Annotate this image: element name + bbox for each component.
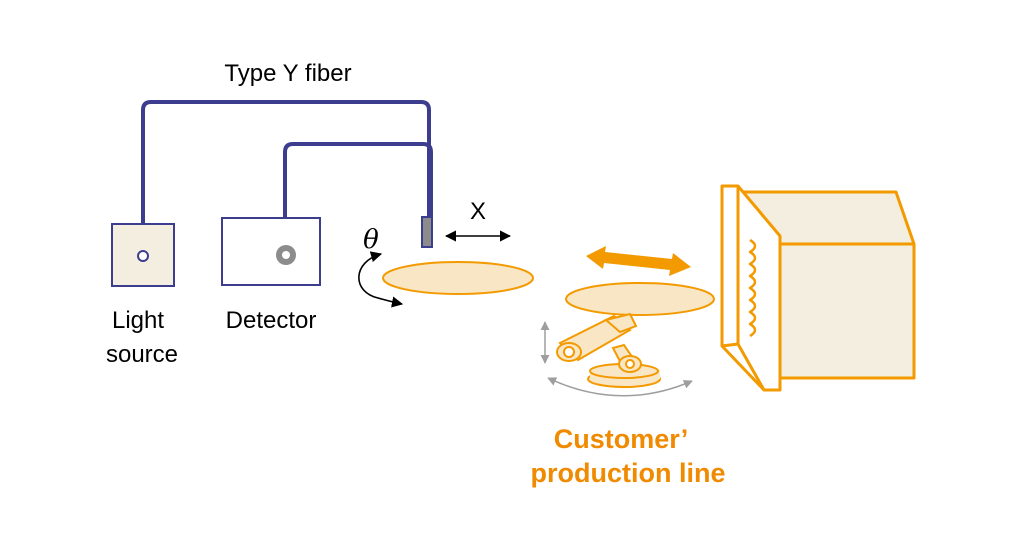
sample-disc [382, 261, 534, 295]
robot-arm [556, 312, 661, 388]
fiber-label: Type Y fiber [224, 60, 351, 87]
customer-label-line2: production line [531, 458, 726, 488]
customer-label-line1: Customer’ [554, 424, 689, 454]
detector-box [221, 217, 321, 286]
fiber-probe [421, 216, 433, 248]
process-chamber [720, 184, 916, 392]
x-axis-label: X [470, 198, 486, 225]
detector-label: Detector [226, 307, 317, 334]
light-source-port-icon [137, 250, 149, 262]
theta-label: θ [363, 225, 379, 255]
light-source-label-line1: Light [112, 307, 164, 334]
type-y-fiber [141, 100, 433, 255]
chamber-coils [748, 238, 757, 338]
swing-motion-arrow [547, 377, 693, 397]
transfer-double-arrow [586, 246, 691, 276]
light-source-box [111, 223, 175, 287]
rotation-arrow [358, 251, 404, 308]
production-disc [565, 282, 715, 316]
light-source-label-line2: source [106, 341, 178, 368]
